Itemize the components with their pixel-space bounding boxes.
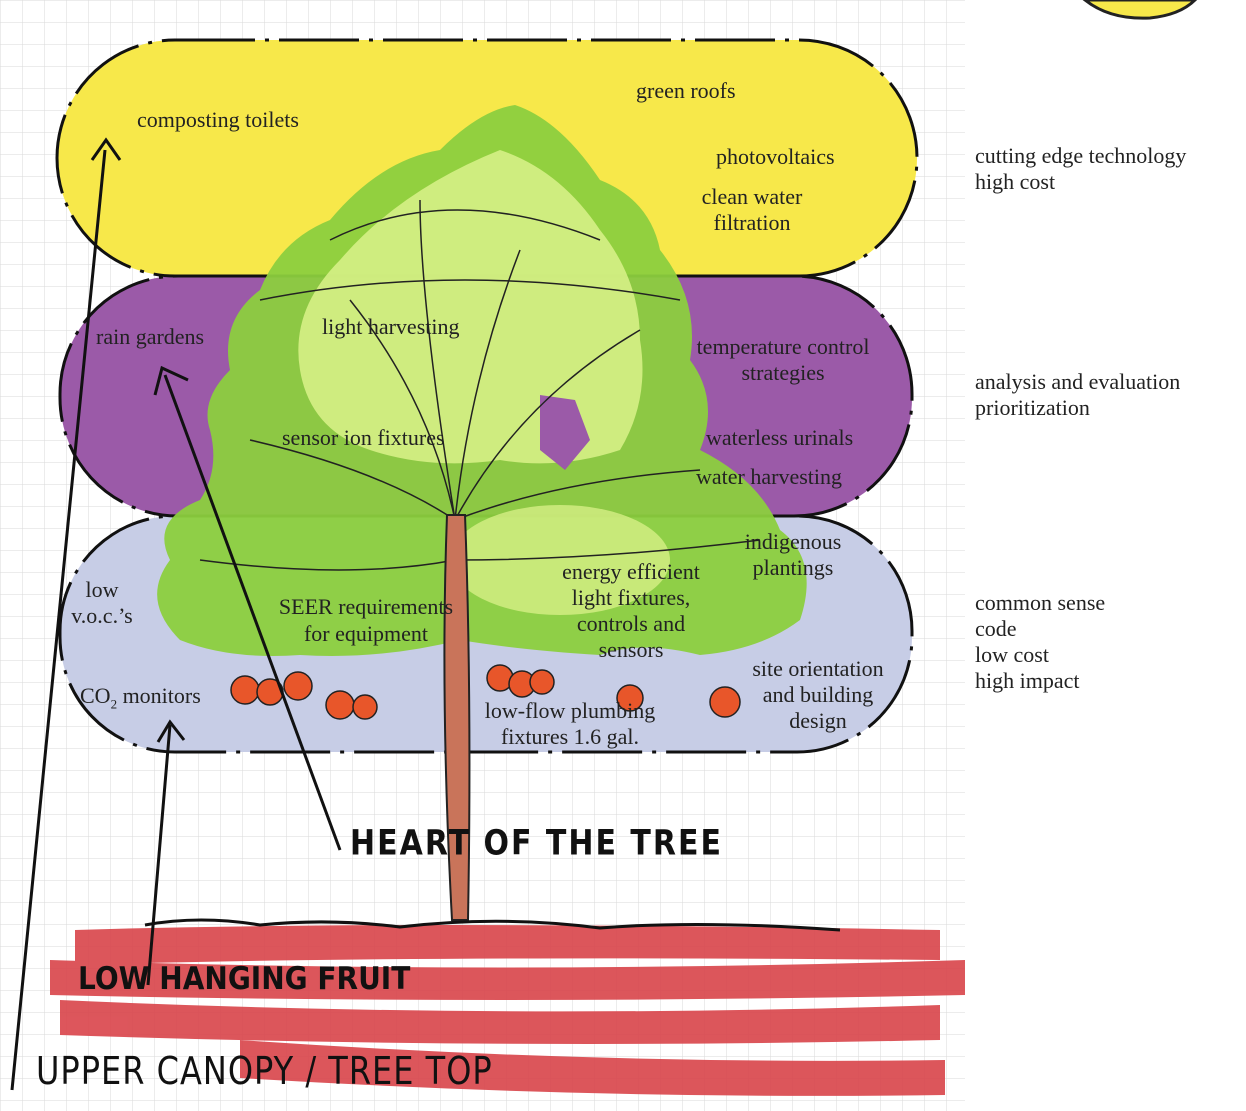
label-voc: v.o.c.’s (71, 603, 133, 628)
handwritten-upper-canopy: UPPER CANOPY / TREE TOP (36, 1048, 493, 1094)
description-line: analysis and evaluation (975, 369, 1181, 394)
label-and-building: and building (762, 682, 874, 707)
ground-strokes (50, 925, 965, 1096)
tree-trunk (443, 514, 471, 921)
label-sensors: sensors (598, 637, 664, 662)
label-indigenous: indigenous (744, 529, 842, 554)
label-photovoltaics: photovoltaics (716, 144, 835, 169)
label-water-harvesting: water harvesting (696, 464, 842, 489)
label-clean-water: clean water (701, 184, 803, 209)
heart-zone-description: analysis and evaluation prioritization (975, 369, 1180, 421)
label-seer-requirements: SEER requirements (278, 594, 454, 619)
label-sensor-ion-fixtures: sensor ion fixtures (282, 425, 445, 450)
handwritten-low-hanging-fruit: LOW HANGING FRUIT (78, 960, 411, 997)
label-fixtures-gal: fixtures 1.6 gal. (500, 724, 640, 749)
fruit (230, 675, 260, 705)
low-zone-outline (58, 514, 914, 754)
fruit-arrowhead (156, 719, 186, 743)
description-line: code (975, 616, 1017, 641)
fruit-cluster (230, 664, 741, 720)
description-line: high cost (975, 169, 1056, 194)
label-low: low (85, 577, 119, 602)
fruit (352, 694, 378, 720)
description-line: prioritization (975, 395, 1090, 420)
label-light-fixtures: light fixtures, (571, 585, 691, 610)
heart-arrowhead (153, 365, 189, 396)
tree-canopy (157, 105, 807, 656)
tree-branches (199, 199, 761, 571)
label-plantings: plantings (752, 555, 834, 580)
label-waterless-urinals: waterless urinals (706, 425, 854, 450)
label-for-equipment: for equipment (303, 621, 429, 646)
heart-arrow (163, 374, 342, 851)
fruit (325, 690, 355, 720)
label-strategies: strategies (741, 360, 825, 385)
low-zone-description: common sense code low cost high impact (975, 590, 1105, 694)
label-controls-and: controls and (576, 611, 686, 636)
description-line: common sense (975, 590, 1106, 615)
handwritten-heart-of-the-tree: HEART OF THE TREE (350, 823, 723, 864)
description-line: cutting edge technology (975, 143, 1187, 168)
label-composting-toilets: composting toilets (137, 107, 299, 132)
pointer-arrows (10, 137, 342, 1091)
label-light-harvesting: light harvesting (322, 314, 460, 339)
label-site-orientation: site orientation (752, 656, 884, 681)
label-design: design (789, 708, 847, 733)
label-temperature-control: temperature control (696, 334, 870, 359)
canopy-arrowhead (90, 137, 122, 161)
description-line: low cost (975, 642, 1049, 667)
fruit (283, 671, 313, 701)
fruit (616, 684, 644, 712)
label-green-roofs: green roofs (636, 78, 736, 103)
upper-zone-description: cutting edge technology high cost (975, 143, 1186, 195)
canopy-arrow (10, 149, 107, 1091)
label-co2-monitors: CO2 monitors (80, 683, 201, 712)
ground-line (144, 918, 841, 932)
label-filtration: filtration (713, 210, 791, 235)
label-rain-gardens: rain gardens (96, 324, 205, 349)
description-line: high impact (975, 668, 1080, 693)
fruit-arrow (146, 724, 172, 986)
fruit (709, 686, 741, 718)
corner-badge (1082, 0, 1198, 20)
fruit (529, 669, 555, 695)
label-low-flow-plumbing: low-flow plumbing (484, 698, 656, 723)
label-energy-efficient: energy efficient (562, 559, 700, 584)
